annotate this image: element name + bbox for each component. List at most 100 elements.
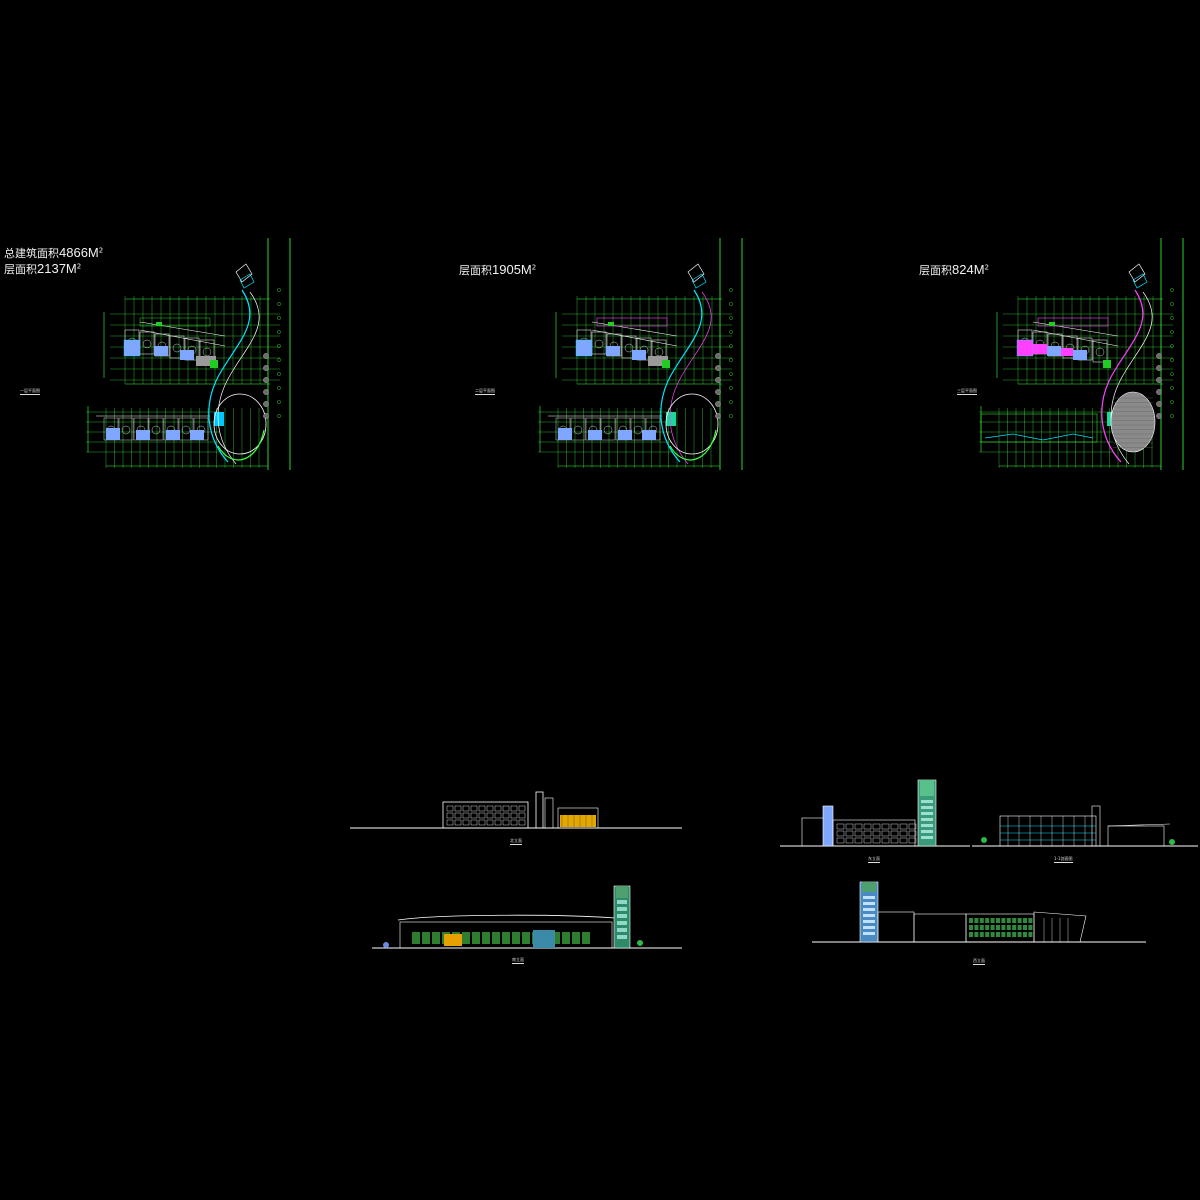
- entrance-pavilion: [1132, 273, 1148, 289]
- tree-symbol: [263, 413, 269, 419]
- tree-symbol: [715, 389, 721, 395]
- tree-symbol: [715, 377, 721, 383]
- tree-symbol: [263, 353, 269, 359]
- floor-plan-1: [86, 238, 291, 470]
- grey-room-fill: [196, 356, 216, 366]
- axis-bubble: [1170, 288, 1174, 292]
- elev-east-caption: 东立面: [868, 856, 880, 863]
- window: [836, 837, 845, 844]
- blue-room-fill: [1047, 346, 1061, 356]
- tower-window: [863, 902, 875, 905]
- blue-room-fill: [190, 430, 204, 440]
- stair-circle: [181, 425, 191, 435]
- elevation-sheets: [350, 779, 1198, 949]
- plan1-floor-area-label: 层面积: [4, 263, 37, 276]
- stair-circle: [1095, 347, 1105, 357]
- tower-window: [863, 896, 875, 899]
- stair-circle: [151, 425, 161, 435]
- glazing-panel: [985, 925, 990, 930]
- window: [890, 823, 899, 830]
- corridor-line: [591, 321, 678, 337]
- glazing-panel: [502, 932, 510, 944]
- glazing-panel: [1001, 918, 1006, 923]
- window: [908, 837, 917, 844]
- blue-room-fill: [180, 350, 194, 360]
- window: [863, 823, 872, 830]
- classroom: [630, 417, 646, 441]
- tower-window: [921, 812, 933, 815]
- section-caption: 1-1剖面图: [1054, 856, 1073, 863]
- tower-top: [920, 780, 934, 796]
- axis-bubble: [729, 302, 733, 306]
- stair-circle: [654, 347, 664, 357]
- oval-hall: [213, 393, 267, 455]
- plan2-floor-area-label: 层面积: [459, 264, 492, 277]
- window: [454, 819, 462, 826]
- magenta-room-fill: [1061, 348, 1073, 356]
- glazing-panel: [492, 932, 500, 944]
- curved-spine-inner: [217, 291, 260, 465]
- window: [836, 830, 845, 837]
- low-hall: [1107, 825, 1165, 847]
- main-block: [832, 819, 916, 847]
- glazing-panel: [1028, 932, 1033, 937]
- tower-window: [921, 818, 933, 821]
- window: [899, 837, 908, 844]
- glazing-panel: [969, 925, 973, 930]
- tree-symbol: [715, 365, 721, 371]
- plan3-floor-area-value: 824M: [952, 262, 985, 277]
- blue-room-fill: [106, 428, 120, 440]
- blue-stair: [822, 805, 834, 847]
- tower-window: [617, 907, 627, 911]
- blue-room-fill: [154, 346, 168, 356]
- plan3-caption: 三层平面图: [957, 388, 977, 395]
- green-patch: [210, 360, 218, 368]
- glazing-panel: [1017, 932, 1022, 937]
- room-row-magenta: [1037, 317, 1109, 327]
- window: [899, 823, 908, 830]
- axis-bubble: [277, 414, 281, 418]
- room-row: [139, 317, 211, 327]
- tower-window: [617, 921, 627, 925]
- axis-bubble: [1170, 316, 1174, 320]
- plan2-caption: 二层平面图: [475, 388, 495, 395]
- room-row-magenta: [596, 317, 668, 327]
- window: [462, 819, 470, 826]
- glazing-panel: [985, 918, 990, 923]
- glazing-panel: [1017, 918, 1022, 923]
- tree-symbol: [263, 401, 269, 407]
- tower-window: [863, 914, 875, 917]
- stair-circle: [624, 343, 634, 353]
- axis-bubble: [1170, 344, 1174, 348]
- west-elevation: [812, 881, 1146, 943]
- window: [518, 819, 526, 826]
- tower-block: [544, 797, 554, 829]
- blue-room-fill: [558, 428, 572, 440]
- glazing-panel: [990, 932, 995, 937]
- classroom: [600, 417, 616, 441]
- glazing-panel: [996, 925, 1000, 930]
- glazing-panel: [974, 918, 979, 923]
- glazing-panel: [1028, 918, 1033, 923]
- elev-north-caption: 北立面: [510, 838, 522, 845]
- window: [881, 823, 890, 830]
- curved-spine: [660, 289, 703, 463]
- window: [872, 837, 881, 844]
- axis-bubble: [729, 358, 733, 362]
- tower-window: [617, 914, 627, 918]
- window: [470, 812, 478, 819]
- glazing-panel: [985, 932, 990, 937]
- window: [518, 812, 526, 819]
- section-line: [984, 433, 1094, 441]
- tower-window: [617, 928, 627, 932]
- window: [446, 819, 454, 826]
- window: [845, 837, 854, 844]
- north-elevation: [350, 791, 682, 829]
- magenta-room-fill: [1033, 344, 1047, 354]
- tower-window: [921, 806, 933, 809]
- glazing-panel: [990, 925, 995, 930]
- glazing-panel: [562, 932, 570, 944]
- plan2-floor-area: 层面积1905M2: [459, 263, 536, 276]
- grey-room-fill: [648, 356, 668, 366]
- glazing-panel: [990, 918, 995, 923]
